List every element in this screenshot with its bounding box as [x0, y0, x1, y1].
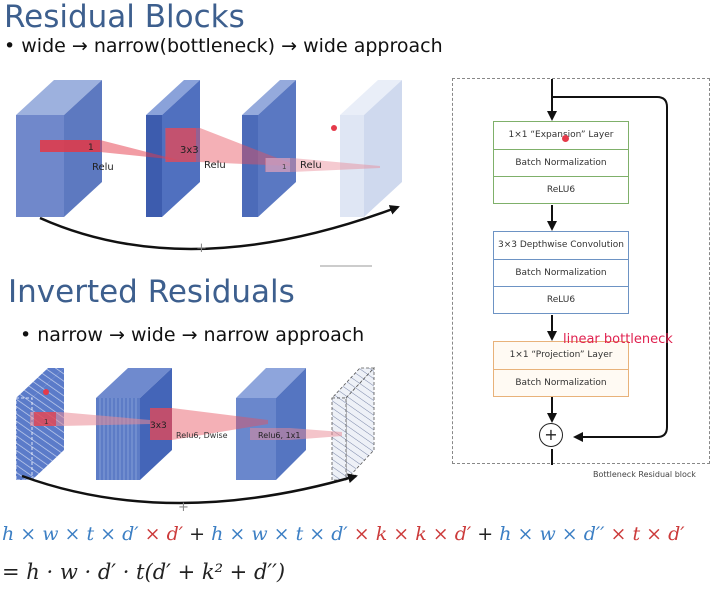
- projection-layer: 1×1 “Projection” Layer: [509, 350, 613, 360]
- residual-beam-2: [165, 128, 290, 166]
- depthwise-block: 3×3 Depthwise Convolution Batch Normaliz…: [493, 231, 629, 314]
- inverted-label-relu6-dwise: Relu6, Dwise: [176, 431, 228, 440]
- residual-label-3x3: 3x3: [180, 145, 199, 156]
- inverted-label-relu6-1x1: Relu6, 1x1: [258, 431, 301, 440]
- inverted-beam-2: [150, 408, 268, 440]
- residual-blocks-diagram: 1 Relu 3x3 Relu 1 Relu +: [16, 80, 402, 267]
- residual-skip-arrow: [39, 205, 400, 251]
- residual-kernel-1b: [266, 158, 290, 172]
- add-node: +: [539, 423, 563, 447]
- depthwise-batch-norm: Batch Normalization: [494, 259, 628, 286]
- residual-kernel-1: [40, 140, 100, 152]
- formula-term-1: h × w × t × d′: [2, 523, 139, 545]
- projection-batch-norm: Batch Normalization: [494, 369, 628, 396]
- projection-block: 1×1 “Projection” Layer Batch Normalizati…: [493, 341, 629, 397]
- linear-bottleneck-annotation: linear bottleneck: [563, 332, 673, 347]
- inverted-beam-1: [30, 412, 150, 426]
- inverted-residuals-diagram: 1 3x3 Relu6, Dwise Relu6, 1x1 +: [15, 366, 375, 515]
- residual-label-relu-1: Relu: [92, 162, 114, 173]
- residual-plus: +: [196, 241, 207, 256]
- expansion-relu6: ReLU6: [494, 176, 628, 203]
- inverted-bullet-text: narrow → wide → narrow approach: [37, 324, 365, 346]
- residual-beam-3: [265, 158, 380, 172]
- inverted-title: Inverted Residuals: [8, 274, 295, 310]
- residual-bullet-text: wide → narrow(bottleneck) → wide approac…: [21, 35, 443, 57]
- inverted-plus: +: [178, 500, 189, 515]
- residual-label-relu-3: Relu: [300, 160, 322, 171]
- bottleneck-arrows: [547, 79, 668, 465]
- formula-term-3: h × w × t × d′: [211, 523, 348, 545]
- inverted-kernel-3x3: [150, 408, 172, 440]
- inverted-red-dot: [43, 389, 49, 395]
- inverted-bullet: • narrow → wide → narrow approach: [20, 324, 365, 346]
- formula-term-2: × d′: [138, 523, 184, 545]
- residual-red-dot: [331, 125, 337, 131]
- inverted-block-narrow-2: [331, 366, 375, 482]
- residual-label-1: 1: [88, 143, 94, 153]
- formula-term-5: h × w × d′′: [499, 523, 605, 545]
- residual-kernel-3x3: [166, 128, 196, 162]
- inverted-beam-3: [250, 428, 342, 440]
- bottleneck-caption: Bottleneck Residual block: [593, 470, 696, 479]
- inverted-skip-arrow: [21, 473, 358, 505]
- formula-line-1: h × w × t × d′ × d′ + h × w × t × d′ × k…: [2, 523, 685, 545]
- bottleneck-residual-block: 1×1 “Expansion” Layer Batch Normalizatio…: [452, 78, 710, 479]
- inverted-kernel-1: [34, 412, 56, 426]
- expansion-layer: 1×1 “Expansion” Layer: [508, 130, 614, 140]
- formula-line-2: = h · w · d′ · t(d′ + k² + d′′): [2, 560, 286, 584]
- formula-plus-2: +: [471, 523, 500, 545]
- inverted-label-3x3: 3x3: [150, 421, 167, 431]
- residual-label-relu-2: Relu: [204, 160, 226, 171]
- residual-title: Residual Blocks: [4, 0, 245, 35]
- expansion-batch-norm: Batch Normalization: [494, 149, 628, 176]
- depthwise-conv-layer: 3×3 Depthwise Convolution: [498, 240, 624, 250]
- depthwise-relu6: ReLU6: [494, 286, 628, 313]
- formula-term-4: × k × k × d′: [347, 523, 472, 545]
- residual-block-narrow-2: [242, 80, 296, 217]
- residual-block-wide-2: [340, 80, 402, 217]
- expansion-red-dot: [562, 135, 569, 142]
- inverted-label-1: 1: [44, 418, 48, 426]
- residual-label-1b: 1: [282, 163, 286, 171]
- expansion-block: 1×1 “Expansion” Layer Batch Normalizatio…: [493, 121, 629, 204]
- formula-plus-1: +: [183, 523, 212, 545]
- formula-term-6: × t × d′: [604, 523, 685, 545]
- residual-bullet: • wide → narrow(bottleneck) → wide appro…: [4, 35, 443, 57]
